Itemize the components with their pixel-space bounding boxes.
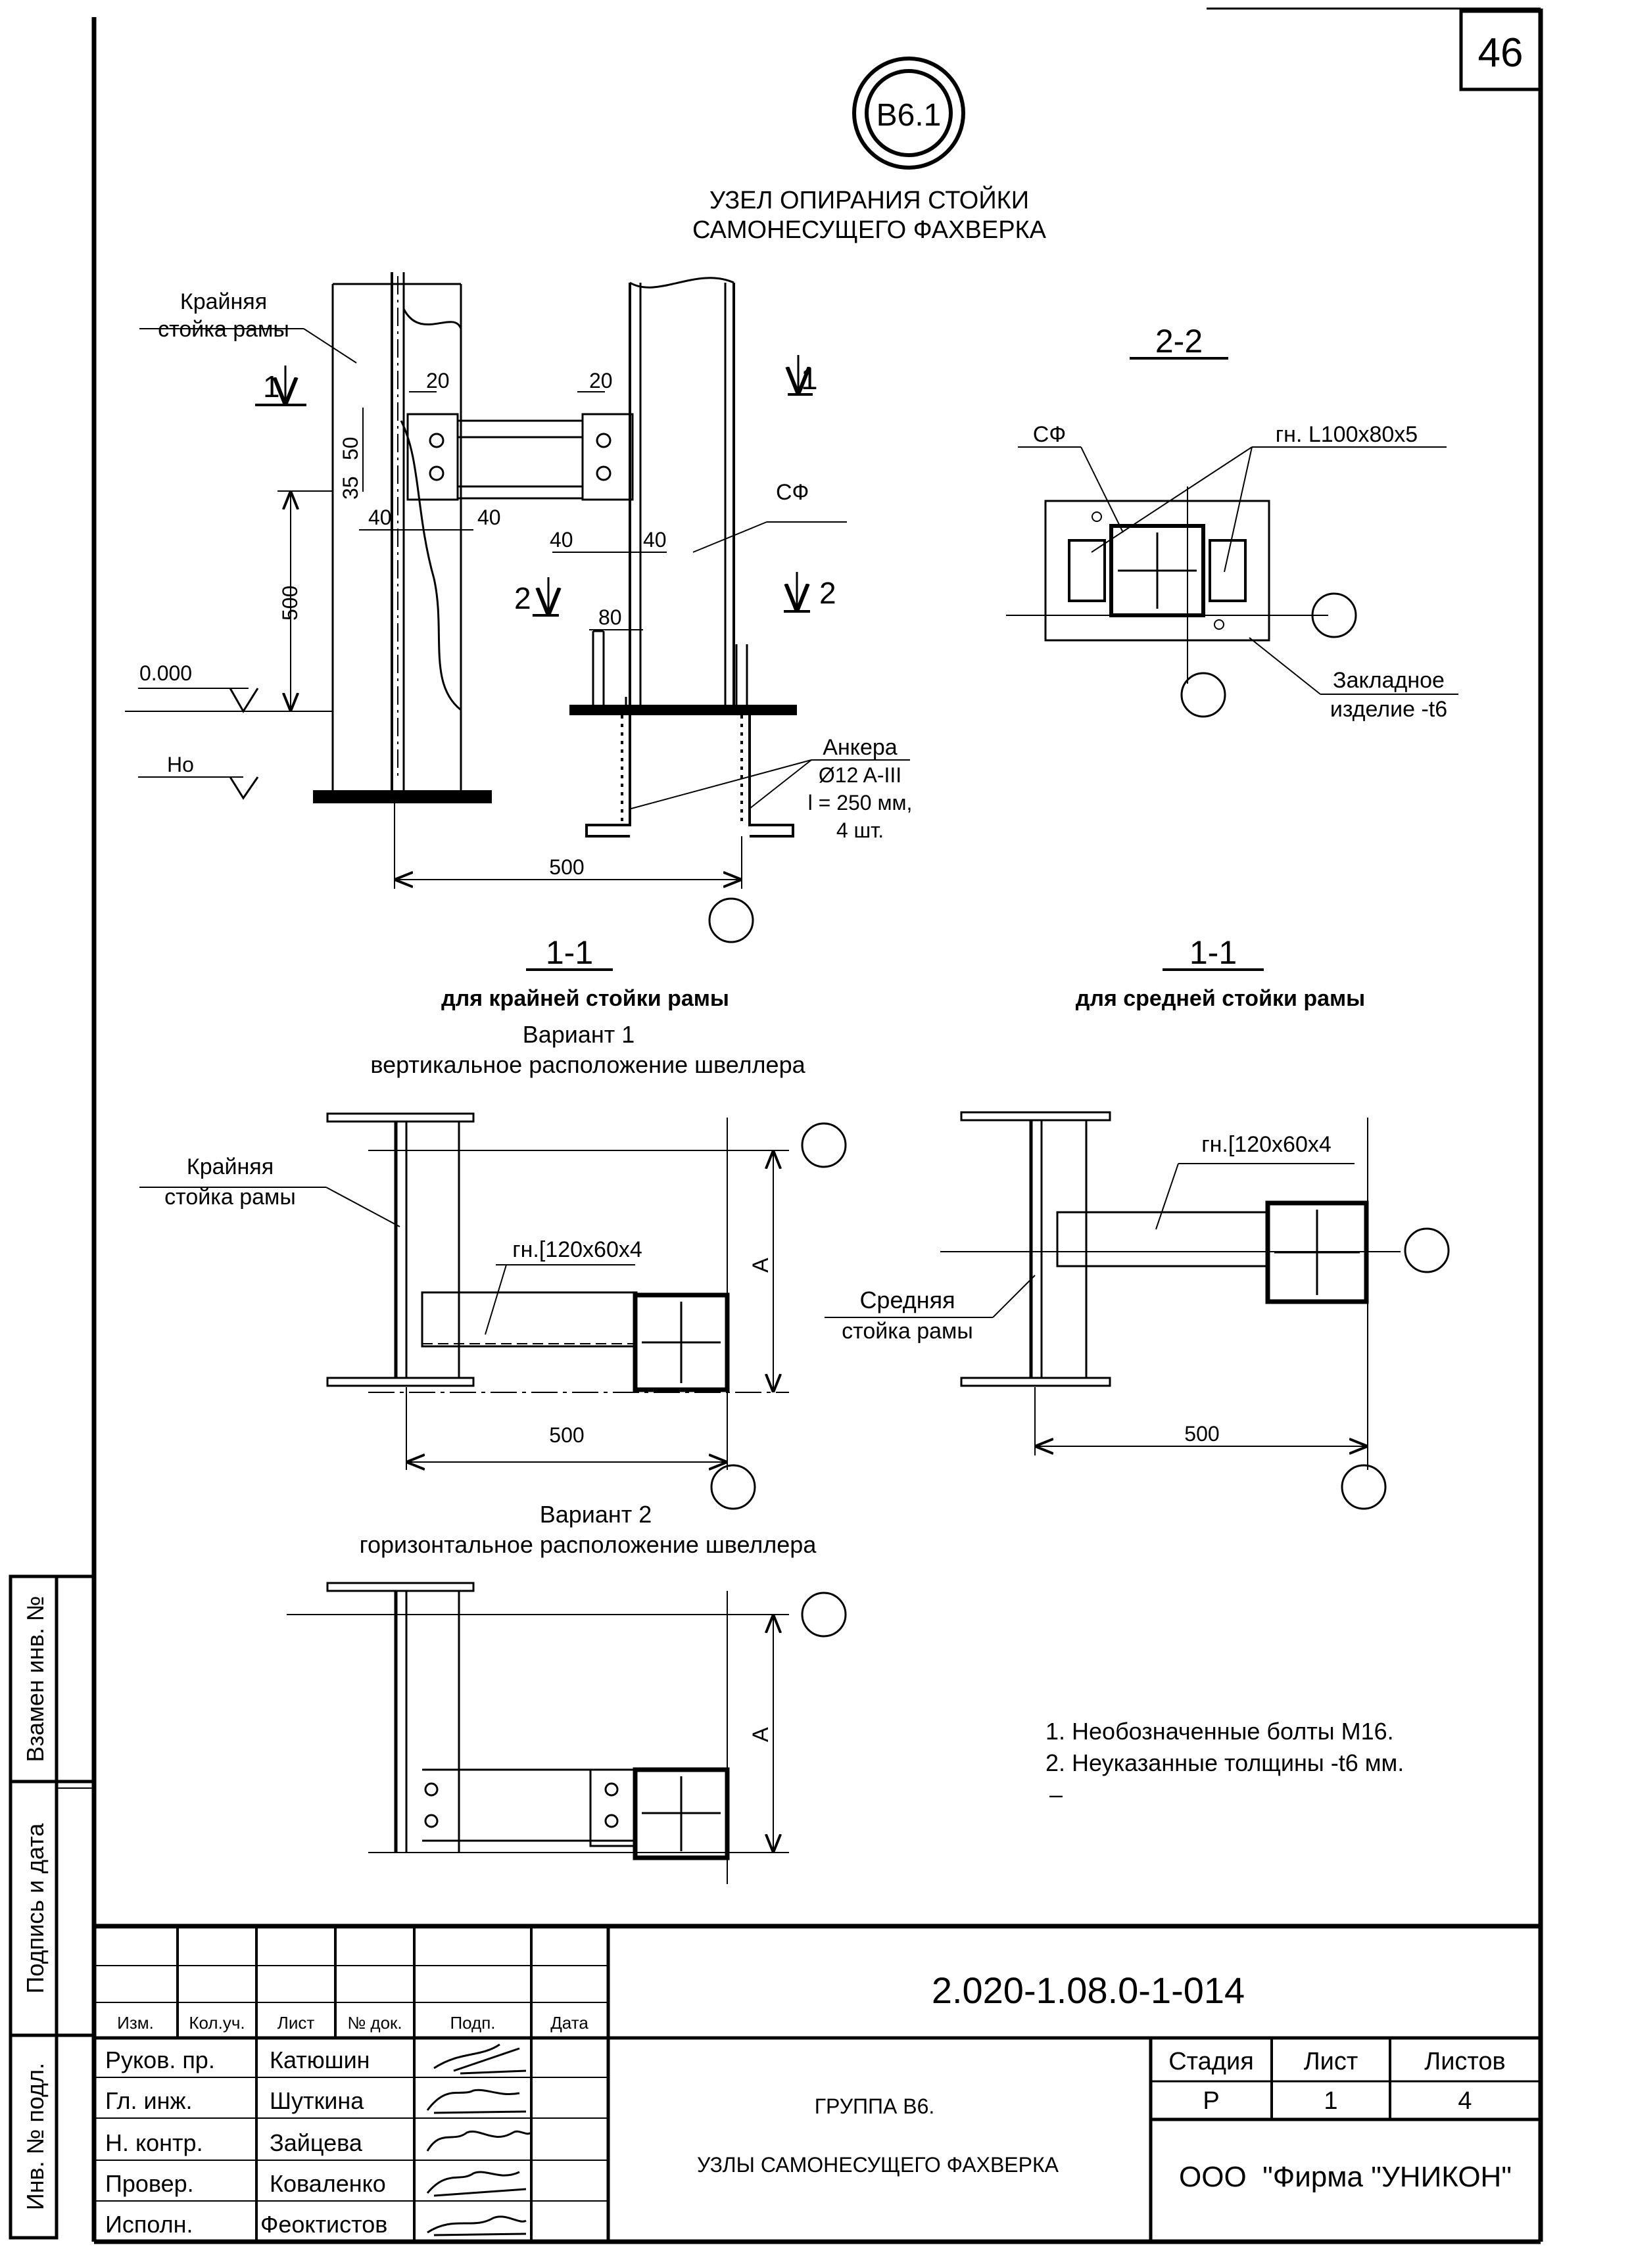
group-label: ГРУППА В6. [815, 2094, 935, 2118]
dim-40-d: 40 [643, 528, 667, 552]
lists-value: 4 [1458, 2087, 1472, 2115]
name-1: Катюшин [270, 2046, 370, 2073]
dim-20-left: 20 [426, 369, 450, 392]
role-1: Руков. пр. [105, 2046, 215, 2073]
node-mark: В6.1 [852, 57, 965, 170]
section-1-1-middle-column-1: Средняя [859, 1287, 955, 1313]
section-1-1-middle-column-2: стойка рамы [842, 1319, 973, 1344]
stage-header: Стадия [1168, 2048, 1254, 2075]
cut-2-left: 2 [514, 581, 531, 615]
section-1-1-middle-channel: гн.[120x60x4 [1201, 1132, 1332, 1157]
drawing-title-line1: УЗЕЛ ОПИРАНИЯ СТОЙКИ [709, 185, 1029, 214]
signatures [426, 2043, 532, 2236]
header-doc: № док. [347, 2013, 402, 2033]
name-2: Шуткина [270, 2087, 364, 2114]
level-zero: 0.000 [139, 661, 192, 685]
section-1-1-edge-v1 [139, 1112, 847, 1510]
section-1-1-edge-v2 [287, 1582, 847, 1884]
section-1-1-edge-dim-500: 500 [549, 1423, 584, 1447]
section-2-2-embed-2: изделие -t6 [1330, 697, 1447, 722]
list-value: 1 [1324, 2087, 1337, 2115]
name-5: Феоктистов [260, 2211, 387, 2238]
header-date: Дата [550, 2013, 588, 2033]
dim-500-vertical: 500 [278, 586, 302, 621]
level-hn: Нo [167, 753, 194, 776]
section-1-1-edge-subtitle: для крайней стойки рамы [441, 986, 729, 1011]
variant-1-title: Вариант 1 [523, 1021, 635, 1048]
section-1-1-edge-column-2: стойка рамы [164, 1185, 296, 1210]
side-stamp-signature: Подпись и дата [22, 1823, 49, 1994]
dim-80: 80 [598, 605, 622, 629]
header-izm: Изм. [117, 2013, 154, 2033]
edge-column-label-1: Крайняя [180, 289, 267, 314]
dim-40-c: 40 [550, 528, 573, 552]
section-2-2-title: 2-2 [1155, 323, 1203, 360]
dim-50: 50 [339, 437, 362, 460]
node-mark-label: В6.1 [876, 98, 942, 133]
role-5: Исполн. [105, 2211, 193, 2238]
section-1-1-edge-channel: гн.[120x60x4 [512, 1237, 642, 1262]
lists-header: Листов [1424, 2048, 1505, 2075]
section-1-1-edge-column-1: Крайняя [187, 1154, 274, 1179]
role-4: Провер. [105, 2170, 194, 2197]
variant-2-title: Вариант 2 [540, 1501, 652, 1528]
header-kol: Кол.уч. [189, 2013, 245, 2033]
name-3: Зайцева [270, 2129, 363, 2156]
sheet-frame [91, 7, 1543, 2244]
stage-value: Р [1203, 2087, 1219, 2115]
edge-column-label-2: стойка рамы [158, 317, 289, 342]
cut-1-right: 1 [801, 362, 818, 396]
company-name: ООО "Фирма "УНИКОН" [1179, 2161, 1512, 2193]
note-3: – [1049, 1781, 1063, 1808]
section-1-1-edge-dim-a2: A [748, 1727, 773, 1742]
dim-40-a: 40 [368, 506, 392, 529]
variant-1-desc: вертикальное расположение швеллера [370, 1051, 805, 1078]
anchors-label-3: l = 250 мм, [808, 791, 913, 815]
list-header: Лист [1304, 2048, 1358, 2075]
note-2: 2. Неуказанные толщины -t6 мм. [1045, 1749, 1404, 1776]
section-1-1-middle [825, 1111, 1450, 1510]
section-2-2 [1006, 357, 1458, 718]
section-1-1-edge-title: 1-1 [546, 934, 593, 971]
dim-20-right: 20 [589, 369, 613, 392]
header-list: Лист [277, 2013, 315, 2033]
dim-35: 35 [339, 476, 362, 500]
name-4: Коваленко [270, 2170, 386, 2197]
sheet-number: 46 [1478, 30, 1524, 76]
sheet-title: УЗЛЫ САМОНЕСУЩЕГО ФАХВЕРКА [697, 2153, 1059, 2177]
designation: 2.020-1.08.0-1-014 [932, 1970, 1245, 2011]
side-stamp-replace: Взамен инв. № [22, 1596, 49, 1762]
side-stamp-inventory: Инв. № подл. [22, 2063, 49, 2210]
title-block-grid [94, 1924, 1541, 2242]
role-3: Н. контр. [105, 2129, 203, 2156]
anchors-label-2: Ø12 A-III [819, 763, 901, 787]
role-2: Гл. инж. [105, 2087, 193, 2114]
anchors-label-1: Анкера [823, 735, 898, 760]
section-1-1-middle-title: 1-1 [1189, 934, 1237, 971]
header-sign: Подп. [450, 2013, 495, 2033]
side-stamp [9, 1574, 94, 2240]
cut-2-right: 2 [819, 576, 836, 610]
section-1-1-middle-dim-500: 500 [1184, 1422, 1219, 1446]
cut-1-left: 1 [263, 369, 280, 404]
note-1: 1. Необозначенные болты М16. [1045, 1718, 1394, 1745]
section-2-2-angle: гн. L100x80x5 [1276, 422, 1418, 447]
dim-500-horizontal: 500 [549, 855, 584, 879]
section-1-1-edge-dim-a: A [748, 1258, 773, 1273]
dim-40-b: 40 [477, 506, 501, 529]
drawing-title-line2: САМОНЕСУЩЕГО ФАХВЕРКА [692, 216, 1047, 244]
anchors-label-4: 4 шт. [836, 818, 884, 842]
sf-label: СФ [776, 480, 809, 505]
variant-2-desc: горизонтальное расположение швеллера [360, 1531, 817, 1558]
elevation-view [125, 272, 910, 943]
section-2-2-sf: СФ [1033, 422, 1066, 447]
section-1-1-middle-subtitle: для средней стойки рамы [1076, 986, 1365, 1011]
section-2-2-embed-1: Закладное [1333, 668, 1445, 693]
